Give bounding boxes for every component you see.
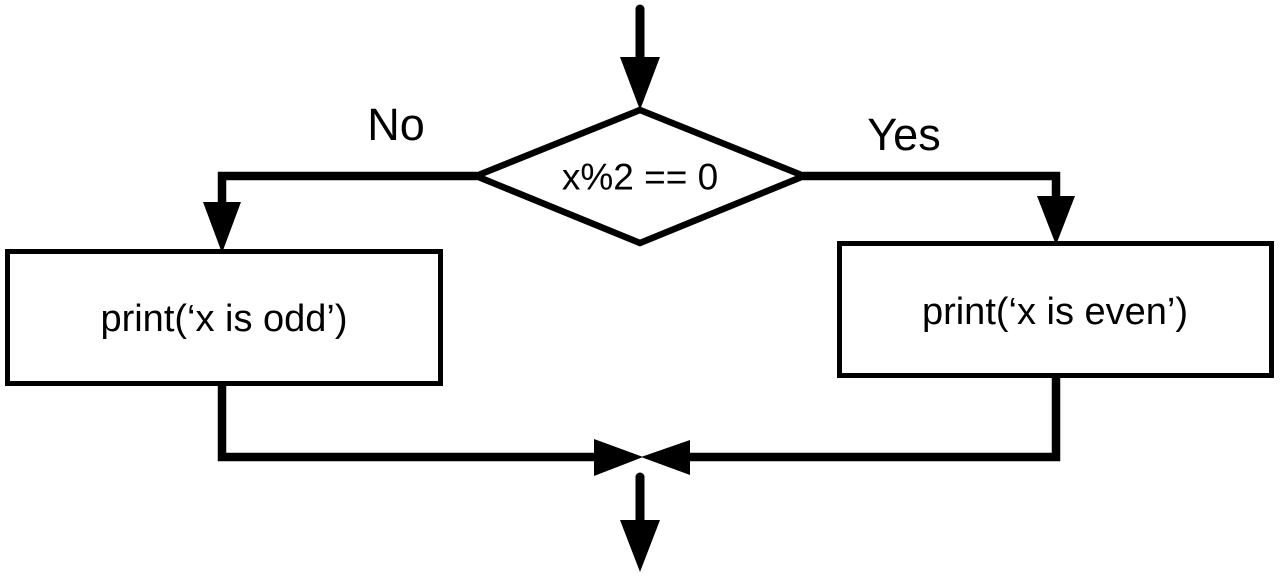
decision-label: x%2 == 0 — [562, 157, 718, 198]
yes-branch-arrowhead-icon — [1037, 196, 1075, 245]
odd-merge-arrowhead-icon — [594, 439, 643, 476]
even-merge-arrowhead-icon — [641, 440, 690, 475]
process-box-even — [837, 241, 1274, 378]
process-odd-label: print(‘x is odd’) — [100, 298, 347, 340]
yes-branch-label: Yes — [867, 109, 940, 160]
yes-branch-line — [803, 171, 1061, 200]
odd-merge-line — [217, 384, 595, 462]
no-branch-label: No — [367, 99, 425, 150]
entry-arrowhead-icon — [620, 57, 660, 110]
process-even-label: print(‘x is even’) — [922, 291, 1188, 333]
even-merge-line — [687, 376, 1061, 462]
decision-diamond — [467, 106, 813, 247]
process-box-odd — [5, 249, 443, 386]
no-branch-line — [217, 171, 477, 206]
exit-arrowhead-icon — [620, 520, 660, 572]
no-branch-arrowhead-icon — [203, 202, 241, 253]
